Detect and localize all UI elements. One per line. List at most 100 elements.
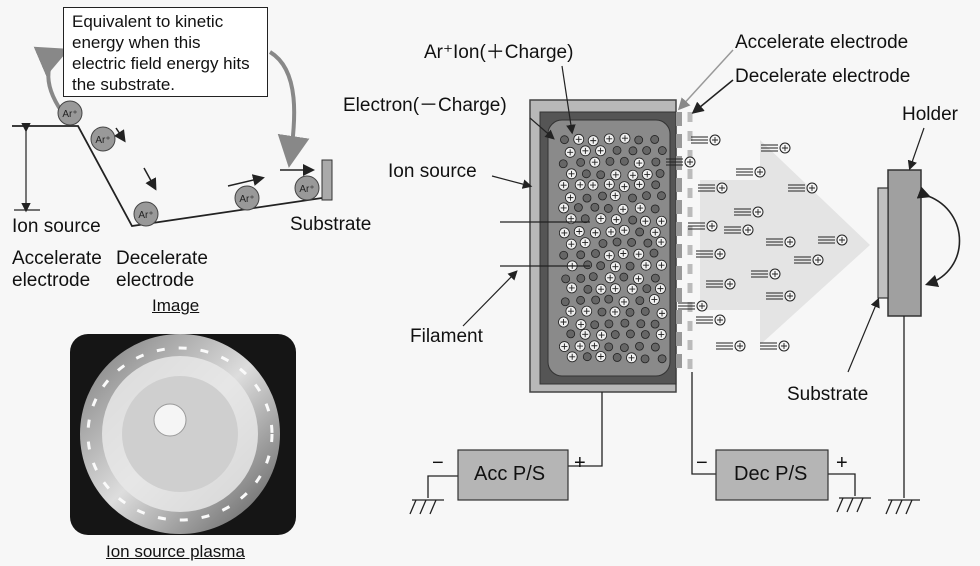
ion-particle [655, 329, 667, 340]
electron-particle [590, 202, 600, 212]
decelerate-electrode-right-label: Decelerate electrode [735, 66, 911, 87]
beam-ion [761, 142, 791, 154]
electron-particle [640, 330, 650, 339]
ion-source-right-label: Ion source [388, 161, 477, 182]
ion-particle [558, 202, 570, 214]
electron-particle [619, 343, 629, 352]
beam-ion [734, 206, 764, 218]
electron-particle [643, 238, 653, 248]
electron-particle [625, 261, 635, 271]
plasma-caption: Ion source plasma [106, 542, 245, 561]
electron-particle [582, 193, 592, 203]
acc-plus-sign: + [574, 452, 586, 474]
ion-particle [589, 156, 601, 168]
ion-particle [609, 283, 621, 295]
ion-particle [595, 145, 606, 157]
accelerate-electrode-left-label: Accelerate electrode [12, 248, 102, 291]
ion-particle [618, 181, 630, 193]
electron-label: Electron(－Charge) [343, 95, 507, 116]
beam-ion [751, 268, 781, 280]
substrate-plate [877, 187, 889, 299]
electron-particle [604, 294, 614, 304]
ion-particle [627, 169, 639, 181]
ion-particle [618, 224, 630, 236]
electron-particle [649, 248, 659, 258]
ion-particle [634, 178, 645, 190]
electron-particle [628, 193, 637, 203]
electron-particle [591, 249, 600, 258]
ion-particle [617, 203, 629, 215]
holder-block [887, 169, 922, 317]
ar-ion-ball: Ar⁺ [234, 185, 260, 211]
electron-particle [561, 274, 571, 284]
electron-particle [566, 329, 576, 339]
electron-particle [642, 284, 652, 294]
ion-particle [566, 282, 578, 294]
ion-particle [633, 157, 645, 169]
beam-ion [696, 248, 726, 260]
ion-particle [626, 352, 637, 364]
electron-particle [604, 342, 614, 352]
decelerate-electrode-left-label: Decelerate electrode [116, 248, 208, 291]
beam-ion [698, 182, 728, 194]
electron-particle [650, 342, 660, 352]
electron-particle [558, 159, 568, 169]
ion-particle [575, 319, 587, 330]
ion-particle [595, 213, 607, 224]
beam-ion [766, 290, 796, 302]
electron-particle [625, 307, 635, 317]
electron-particle [619, 156, 629, 166]
acc-ps-label: Acc P/S [474, 463, 546, 485]
electron-particle [603, 204, 613, 213]
beam-ion [766, 236, 796, 248]
ion-source-plasma-photo [70, 334, 296, 535]
electron-particle [657, 146, 667, 155]
electron-particle [627, 238, 636, 247]
ion-particle [603, 133, 615, 145]
ion-particle [641, 169, 653, 180]
electron-particle [651, 157, 661, 167]
electron-particle [597, 307, 607, 317]
ion-particle [574, 340, 586, 352]
electron-particle [582, 352, 592, 362]
electron-particle [642, 146, 652, 155]
electron-particle [612, 237, 622, 247]
dec-plus-sign: + [836, 452, 848, 474]
electron-particle [635, 341, 644, 351]
ion-particle [649, 226, 661, 238]
ion-particle [564, 146, 576, 158]
ion-particle [573, 133, 585, 145]
electron-particle [574, 203, 583, 212]
electron-particle [598, 239, 608, 248]
ion-particle [604, 272, 616, 284]
beam-ions [666, 134, 848, 352]
ion-particle [596, 329, 607, 341]
ion-particle [558, 341, 570, 352]
ion-particle [565, 213, 577, 225]
svg-text:Ar⁺: Ar⁺ [95, 135, 110, 146]
dec-power-supply [715, 449, 829, 501]
electron-particle [650, 319, 660, 329]
wiring [427, 316, 905, 498]
ion-particle [640, 259, 652, 271]
ar-ion-ball: Ar⁺ [294, 175, 320, 201]
beam-ion [716, 340, 746, 352]
ion-particle [610, 214, 622, 226]
electron-particle [634, 135, 644, 145]
electron-particle [635, 227, 645, 237]
ion-particle [565, 192, 576, 204]
beam-ion [760, 340, 790, 352]
electron-particle [655, 169, 665, 178]
electron-particle [583, 284, 593, 294]
holder-label: Holder [902, 104, 958, 125]
particle-field [558, 132, 668, 364]
ion-particle [605, 226, 617, 238]
ion-particle [603, 250, 615, 262]
beam-ion [794, 254, 824, 266]
electron-particle [640, 354, 650, 364]
beam-ion [818, 234, 848, 246]
ion-particle [639, 215, 651, 227]
beam-ion [696, 314, 726, 326]
ion-particle [574, 179, 586, 191]
